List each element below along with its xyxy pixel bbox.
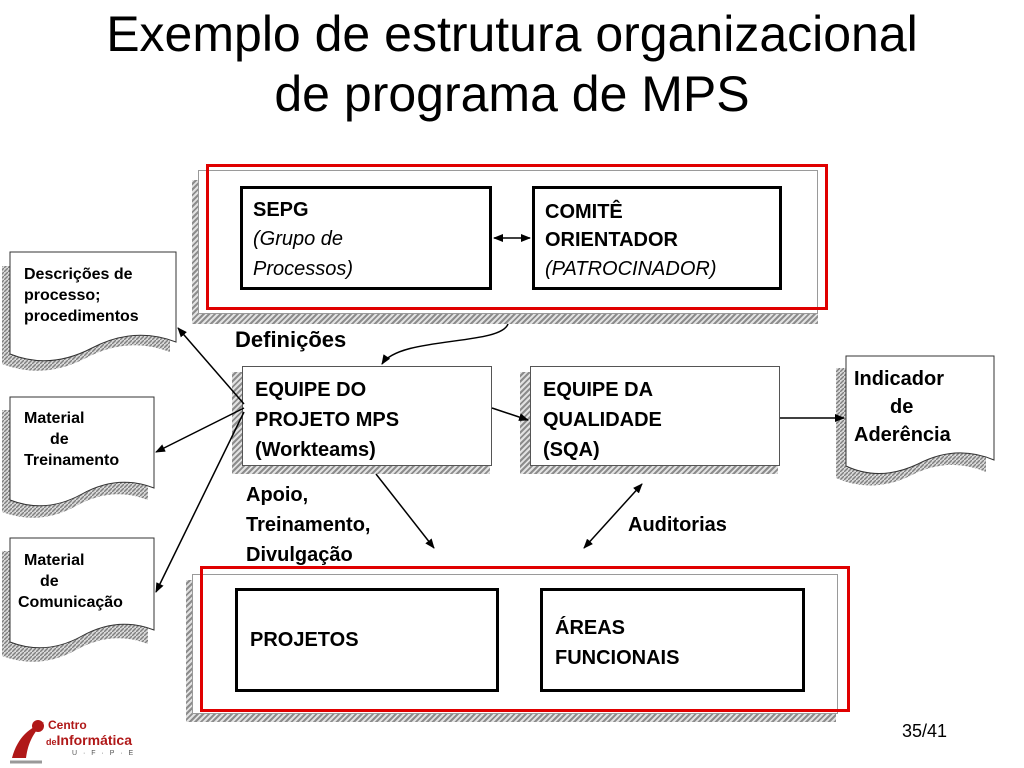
equipe-projeto-box: EQUIPE DO PROJETO MPS (Workteams) (242, 366, 492, 466)
equipe-qualidade-box: EQUIPE DA QUALIDADE (SQA) (530, 366, 780, 466)
sepg-sub-1: (Grupo de (253, 228, 344, 250)
arrow-equipe-treinamento (155, 407, 245, 453)
doc-indicador-line-2: de (890, 396, 914, 418)
equipe-projeto-line-2: PROJETO MPS (255, 409, 400, 431)
areas-line-1: ÁREAS (555, 617, 626, 639)
doc-descricoes-line-3: procedimentos (24, 308, 139, 325)
title-line-2: de programa de MPS (274, 66, 750, 122)
sepg-label: SEPG (253, 199, 309, 221)
doc-treinamento-line-3: Treinamento (24, 452, 120, 469)
equipe-projeto-line-1: EQUIPE DO (255, 379, 367, 401)
page-number: 35/41 (902, 721, 948, 741)
doc-indicador-shape (836, 355, 995, 486)
doc-descricoes-line-1: Descrições de (24, 266, 133, 283)
doc-treinamento-shape (2, 396, 155, 518)
equipe-qualidade-line-3: (SQA) (543, 439, 600, 461)
arrow-definicoes (381, 323, 509, 365)
doc-treinamento-line-2: de (50, 431, 69, 448)
slide-title: Exemplo de estrutura organizacional de p… (0, 4, 1024, 124)
projetos-label: PROJETOS (250, 629, 359, 651)
doc-treinamento-line-1: Material (24, 410, 85, 427)
comite-line-1: COMITÊ (545, 201, 623, 223)
label-apoio-line-1: Apoio, (246, 484, 309, 506)
logo-mark-icon (10, 720, 44, 764)
label-apoio: Apoio, Treinamento, Divulgação (246, 480, 370, 570)
logo-line-2: deInformática (46, 732, 132, 748)
title-line-1: Exemplo de estrutura organizacional (106, 6, 918, 62)
equipe-projeto-line-3: (Workteams) (255, 439, 376, 461)
arrow-auditorias (583, 483, 643, 549)
sepg-box: SEPG (Grupo de Processos) (240, 186, 492, 290)
projetos-box: PROJETOS (235, 588, 499, 692)
equipe-qualidade-line-2: QUALIDADE (543, 409, 662, 431)
doc-indicador-line-1: Indicador (854, 368, 945, 390)
label-auditorias: Auditorias (628, 514, 727, 536)
logo-line-2-main: Informática (56, 732, 132, 748)
doc-descricoes-text: Descrições de processo; procedimentos (24, 264, 139, 327)
comite-box: COMITÊ ORIENTADOR (PATROCINADOR) (532, 186, 782, 290)
top-group-frame (206, 164, 828, 310)
equipe-qualidade-line-1: EQUIPE DA (543, 379, 654, 401)
arrow-apoio (375, 473, 435, 549)
areas-box: ÁREAS FUNCIONAIS (540, 588, 805, 692)
doc-comunicacao-shape (2, 537, 155, 662)
doc-treinamento-text: Material de Treinamento (24, 408, 119, 471)
doc-indicador-line-3: Aderência (854, 424, 951, 446)
doc-descricoes-line-2: processo; (24, 287, 101, 304)
label-apoio-line-3: Divulgação (246, 544, 353, 566)
centro-informatica-logo: Centro deInformática U · F · P · E (8, 712, 138, 768)
doc-comunicacao-line-1: Material (24, 552, 85, 569)
doc-comunicacao-text: Material de Comunicação (18, 550, 123, 613)
areas-line-2: FUNCIONAIS (555, 647, 680, 669)
doc-descricoes-shape (2, 251, 177, 371)
doc-comunicacao-line-2: de (40, 573, 59, 590)
comite-line-2: ORIENTADOR (545, 229, 678, 251)
arrow-equipe-comunicacao (155, 411, 245, 593)
label-apoio-line-2: Treinamento, (246, 514, 371, 536)
label-definicoes: Definições (235, 327, 347, 352)
bottom-group-frame (200, 566, 850, 712)
logo-line-3: U · F · P · E (72, 750, 136, 757)
doc-indicador-text: Indicador de Aderência (854, 364, 951, 450)
logo-line-1: Centro (48, 718, 87, 732)
logo-line-2-prefix: de (46, 737, 57, 747)
arrow-projeto-qualidade (491, 407, 529, 421)
comite-sub: (PATROCINADOR) (545, 258, 717, 280)
sepg-sub-2: Processos) (253, 258, 354, 280)
arrow-equipe-descricoes (177, 327, 245, 405)
doc-comunicacao-line-3: Comunicação (18, 594, 123, 611)
